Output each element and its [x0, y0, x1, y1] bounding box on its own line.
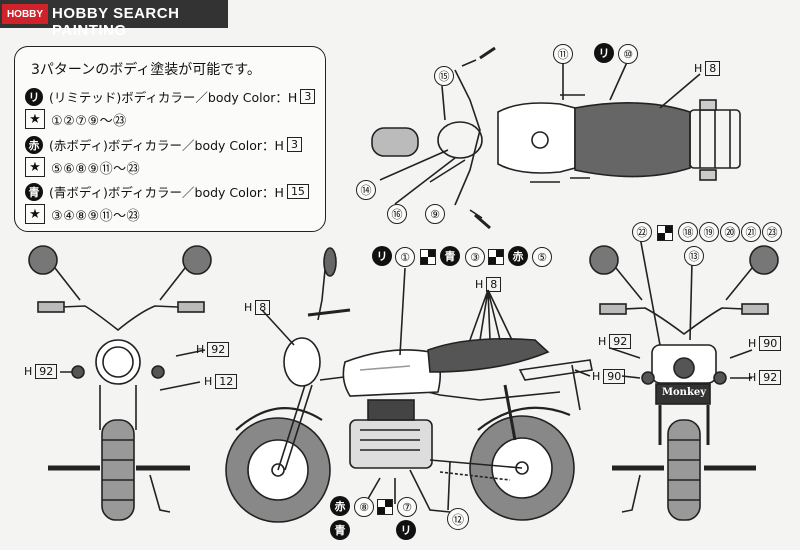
notes-intro: 3パターンのボディ塗装が可能です。	[31, 62, 261, 78]
code-box: 90	[603, 369, 626, 384]
row-blue-sequence: ★ ③④⑧⑨⑪〜㉓	[25, 204, 140, 224]
label-h8-top: H 8	[694, 61, 721, 76]
star-icon: ★	[25, 157, 45, 177]
page-title: HOBBY SEARCH PAINTING	[52, 5, 180, 39]
label-h8-seat: H 8	[475, 277, 502, 292]
monkey-emblem: Monkey	[661, 387, 707, 398]
badge-blue: 青	[25, 182, 43, 201]
part-12: ⑫	[447, 508, 469, 530]
badge-red-bottom: 赤	[330, 496, 350, 516]
part-13: ⑬	[684, 246, 704, 266]
badge-limited-bottom: リ	[396, 520, 416, 540]
red-sequence: ⑤⑥⑧⑨⑪〜㉓	[51, 161, 141, 177]
badge-blue-bottom: 青	[330, 520, 350, 540]
hobby-logo: HOBBY	[2, 4, 48, 24]
part-15: ⑮	[434, 66, 454, 86]
row-limited-code: 3	[300, 89, 316, 104]
badge-limited-side: リ	[372, 246, 392, 266]
badge-limited-top: リ	[594, 43, 614, 63]
checker-icon	[488, 249, 504, 265]
star-icon: ★	[25, 204, 45, 224]
badge-limited: リ	[25, 87, 43, 106]
row-red-sequence: ★ ⑤⑥⑧⑨⑪〜㉓	[25, 157, 140, 177]
part-14: ⑭	[356, 180, 376, 200]
badge-red: 赤	[25, 135, 43, 154]
star-icon: ★	[25, 109, 45, 129]
front-view-drawing	[28, 245, 212, 521]
part-10: ⑩	[618, 44, 638, 64]
part-8: ⑧	[354, 497, 374, 517]
part-11: ⑪	[553, 44, 573, 64]
blue-sequence: ③④⑧⑨⑪〜㉓	[51, 208, 141, 224]
row-blue-code: 15	[286, 184, 309, 199]
code-box: 92	[609, 334, 632, 349]
row-limited-color: リ (リミテッド)ボディカラー／body Color：H 3	[25, 87, 316, 106]
painting-notes-box: 3パターンのボディ塗装が可能です。 リ (リミテッド)ボディカラー／body C…	[14, 46, 326, 232]
part-22: ㉒	[632, 222, 652, 242]
code-box: 92	[35, 364, 58, 379]
rear-view-drawing	[589, 236, 779, 521]
row-limited-sequence: ★ ①②⑦⑨〜㉓	[25, 109, 127, 129]
part-3: ③	[465, 247, 485, 267]
part-7: ⑦	[397, 497, 417, 517]
code-box: 92	[759, 370, 782, 385]
part-9: ⑨	[425, 204, 445, 224]
checker-icon	[377, 499, 393, 515]
limited-sequence: ①②⑦⑨〜㉓	[51, 113, 127, 129]
checker-icon	[657, 225, 673, 241]
label-h90-rear: H 90	[748, 336, 782, 351]
code-box: 12	[215, 374, 238, 389]
row-blue-color: 青 (青ボディ)ボディカラー／body Color：H 15	[25, 182, 309, 201]
checker-icon	[420, 249, 436, 265]
badge-red-side: 赤	[508, 246, 528, 266]
code-box: 8	[705, 61, 721, 76]
code-box: 8	[255, 300, 271, 315]
row-red-color: 赤 (赤ボディ)ボディカラー／body Color：H 3	[25, 135, 302, 154]
badge-blue-side: 青	[440, 246, 460, 266]
code-box: 8	[486, 277, 502, 292]
label-h92-front-right: H 92	[196, 342, 230, 357]
part-1: ①	[395, 247, 415, 267]
code-box: 92	[207, 342, 230, 357]
row-limited-text: (リミテッド)ボディカラー／body Color：H	[49, 90, 298, 105]
part-23: ㉓	[762, 222, 782, 242]
header-bar: HOBBY HOBBY SEARCH PAINTING	[0, 0, 228, 39]
row-blue-text: (青ボディ)ボディカラー／body Color：H	[49, 185, 284, 200]
label-h12-front: H 12	[204, 374, 238, 389]
row-red-code: 3	[286, 137, 302, 152]
part-5: ⑤	[532, 247, 552, 267]
row-red-text: (赤ボディ)ボディカラー／body Color：H	[49, 138, 284, 153]
part-18: ⑱	[678, 222, 698, 242]
label-h92-rear-right: H 92	[748, 370, 782, 385]
label-h92-front-left: H 92	[24, 364, 58, 379]
part-21: ㉑	[741, 222, 761, 242]
part-16: ⑯	[387, 204, 407, 224]
code-box: 90	[759, 336, 782, 351]
label-h8-tank: H 8	[244, 300, 271, 315]
part-20: ⑳	[720, 222, 740, 242]
label-h92-rear-left: H 92	[598, 334, 632, 349]
side-view-drawing	[225, 247, 593, 523]
part-19: ⑲	[699, 222, 719, 242]
label-h90-side: H 90	[592, 369, 626, 384]
top-view-drawing	[371, 46, 741, 230]
